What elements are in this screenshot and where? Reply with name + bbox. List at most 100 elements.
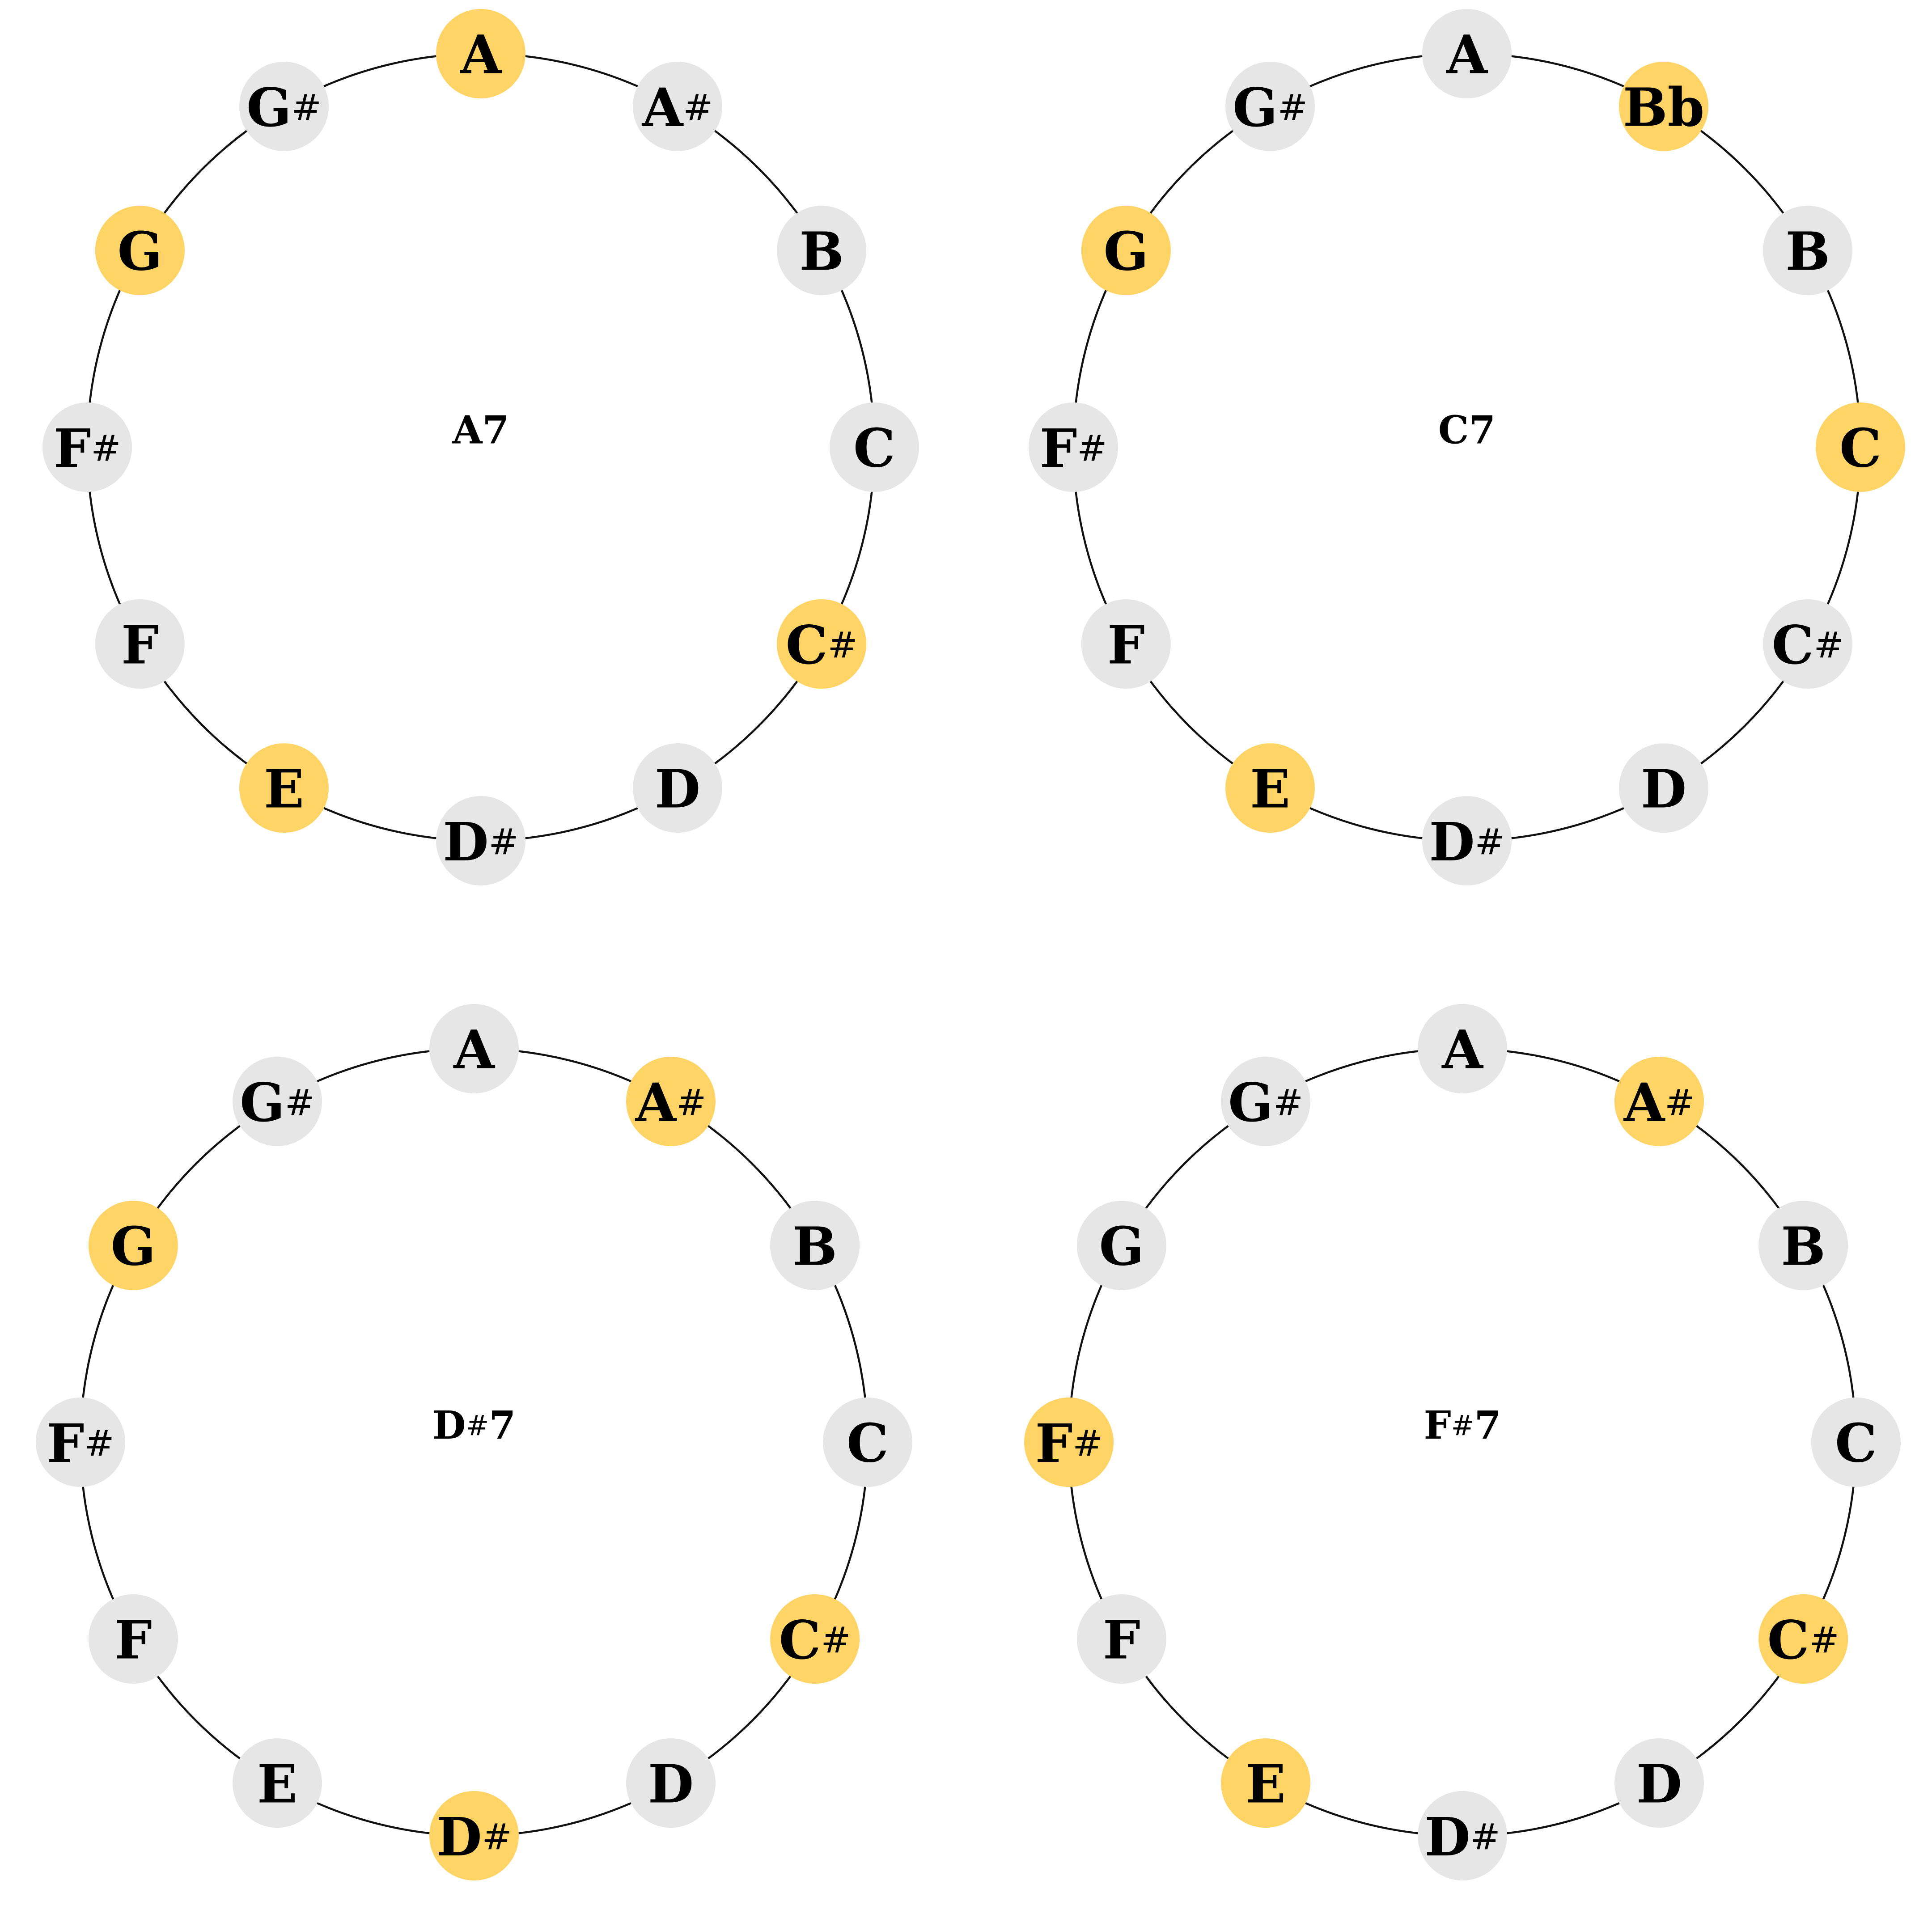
note-d-label: D [648, 1753, 694, 1815]
note-bb-active: Bb [1619, 61, 1708, 151]
note-f-sharp-label-sharp: # [1072, 1423, 1102, 1464]
note-b-inactive: B [1763, 206, 1853, 295]
note-g-sharp-label: G# [246, 76, 322, 138]
note-f-label: F [114, 1609, 152, 1671]
note-c-sharp-disc [777, 599, 867, 689]
note-d-disc [626, 1738, 716, 1828]
note-b-inactive: B [777, 206, 867, 295]
note-c-label: C [1835, 1412, 1877, 1474]
note-bb-disc [1619, 61, 1708, 151]
chord-wheel-a7: AA#BCC#DD#EFF#GG#A7 [42, 9, 919, 885]
note-d-sharp-label: D# [443, 811, 518, 873]
note-g-sharp-label-sharp: # [285, 1081, 315, 1123]
note-c-inactive: C [823, 1397, 912, 1487]
note-g-sharp-label-letter: G [246, 76, 292, 138]
note-c-sharp-label-sharp: # [821, 1619, 851, 1661]
note-b-disc [1763, 206, 1853, 295]
note-a-sharp-label: A# [1623, 1071, 1695, 1133]
note-d-sharp-inactive: D# [436, 796, 525, 885]
note-c-inactive: C [1811, 1397, 1901, 1487]
note-g-sharp-disc [239, 61, 329, 151]
note-d-sharp-inactive: D# [1418, 1791, 1507, 1880]
note-c-inactive: C [830, 402, 919, 492]
note-f-sharp-active: F# [1024, 1397, 1114, 1487]
note-g-label: G [118, 220, 163, 283]
note-b-inactive: B [770, 1201, 860, 1290]
note-d-inactive: D [1619, 743, 1708, 833]
note-g-sharp-inactive: G# [1225, 61, 1315, 151]
wheel-ring [1068, 1047, 1857, 1837]
note-a-inactive: A [1422, 9, 1512, 98]
note-c-sharp-label: C# [1767, 1609, 1839, 1671]
note-d-disc [1619, 743, 1708, 833]
note-d-sharp-label: D# [436, 1806, 512, 1868]
note-d-sharp-label-letter: D [443, 811, 488, 873]
note-a-sharp-label-letter: A [635, 1071, 677, 1133]
note-d-sharp-label-letter: D [436, 1806, 482, 1868]
note-g-active: G [88, 1201, 178, 1290]
note-g-sharp-label: G# [240, 1071, 315, 1133]
note-g-sharp-label-letter: G [240, 1071, 285, 1133]
note-g-sharp-label-sharp: # [292, 86, 322, 128]
note-b-label: B [799, 220, 844, 283]
note-c-sharp-label-sharp: # [828, 624, 858, 666]
note-c-sharp-label: C# [786, 614, 858, 676]
note-d-sharp-label-sharp: # [1470, 1816, 1500, 1858]
note-a-disc [1422, 9, 1512, 98]
chord-label-letter: D [432, 1403, 466, 1448]
chord-label-sharp: # [466, 1409, 489, 1442]
note-a-sharp-label-sharp: # [676, 1081, 706, 1123]
note-c-sharp-active: C# [1758, 1594, 1848, 1684]
note-d-label: D [1641, 758, 1686, 820]
note-a-label: A [453, 1019, 495, 1081]
note-f-sharp-label-sharp: # [1077, 428, 1107, 469]
note-e-active: E [1221, 1738, 1310, 1828]
note-c-sharp-active: C# [777, 599, 867, 689]
note-f-inactive: F [1081, 599, 1171, 689]
note-g-active: G [95, 206, 185, 295]
note-a-sharp-active: A# [626, 1056, 716, 1146]
chord-wheel-d-sharp-7: AA#BCC#DD#EFF#GG#D#7 [36, 1004, 912, 1880]
note-d-sharp-disc [1418, 1791, 1507, 1880]
note-g-sharp-label-sharp: # [1273, 1081, 1303, 1123]
note-e-label: E [257, 1753, 297, 1815]
note-g-sharp-disc [233, 1056, 322, 1146]
note-f-disc [95, 599, 185, 689]
note-c-disc [823, 1397, 912, 1487]
note-a-sharp-inactive: A# [633, 61, 722, 151]
note-f-sharp-label: F# [1035, 1412, 1103, 1474]
note-g-disc [1081, 206, 1171, 295]
note-a-sharp-disc [1614, 1056, 1704, 1146]
note-g-label: G [111, 1215, 156, 1278]
note-g-sharp-label-letter: G [1233, 76, 1278, 138]
note-d-sharp-label-sharp: # [482, 1816, 512, 1858]
note-b-label: B [1781, 1215, 1826, 1278]
note-a-disc [436, 9, 525, 98]
note-d-sharp-label-sharp: # [1475, 821, 1505, 863]
chord-label: F#7 [1424, 1403, 1501, 1448]
note-c-sharp-label-letter: C [786, 614, 828, 676]
note-d-sharp-label: D# [1429, 811, 1504, 873]
note-f-sharp-inactive: F# [36, 1397, 125, 1487]
note-b-inactive: B [1758, 1201, 1848, 1290]
note-b-disc [777, 206, 867, 295]
note-b-label: B [792, 1215, 837, 1278]
note-e-label: E [1246, 1753, 1286, 1815]
note-f-sharp-disc [1029, 402, 1118, 492]
note-c-disc [1811, 1397, 1901, 1487]
note-f-inactive: F [1076, 1594, 1166, 1684]
note-g-active: G [1081, 206, 1171, 295]
chord-wheel-f-sharp-7: AA#BCC#DD#EFF#GG#F#7 [1024, 1004, 1901, 1880]
note-c-label: C [1839, 417, 1881, 479]
note-a-sharp-label-letter: A [642, 76, 684, 138]
note-b-disc [1758, 1201, 1848, 1290]
note-g-sharp-inactive: G# [233, 1056, 322, 1146]
note-d-label: D [1636, 1753, 1682, 1815]
chord-label-suffix: 7 [489, 1403, 516, 1448]
note-c-sharp-label-letter: C [1772, 614, 1814, 676]
chord-label: C7 [1438, 408, 1496, 453]
note-c-sharp-label-letter: C [1767, 1609, 1809, 1671]
note-b-disc [770, 1201, 860, 1290]
note-c-sharp-label-letter: C [779, 1609, 821, 1671]
note-f-sharp-label-letter: F [54, 417, 91, 479]
